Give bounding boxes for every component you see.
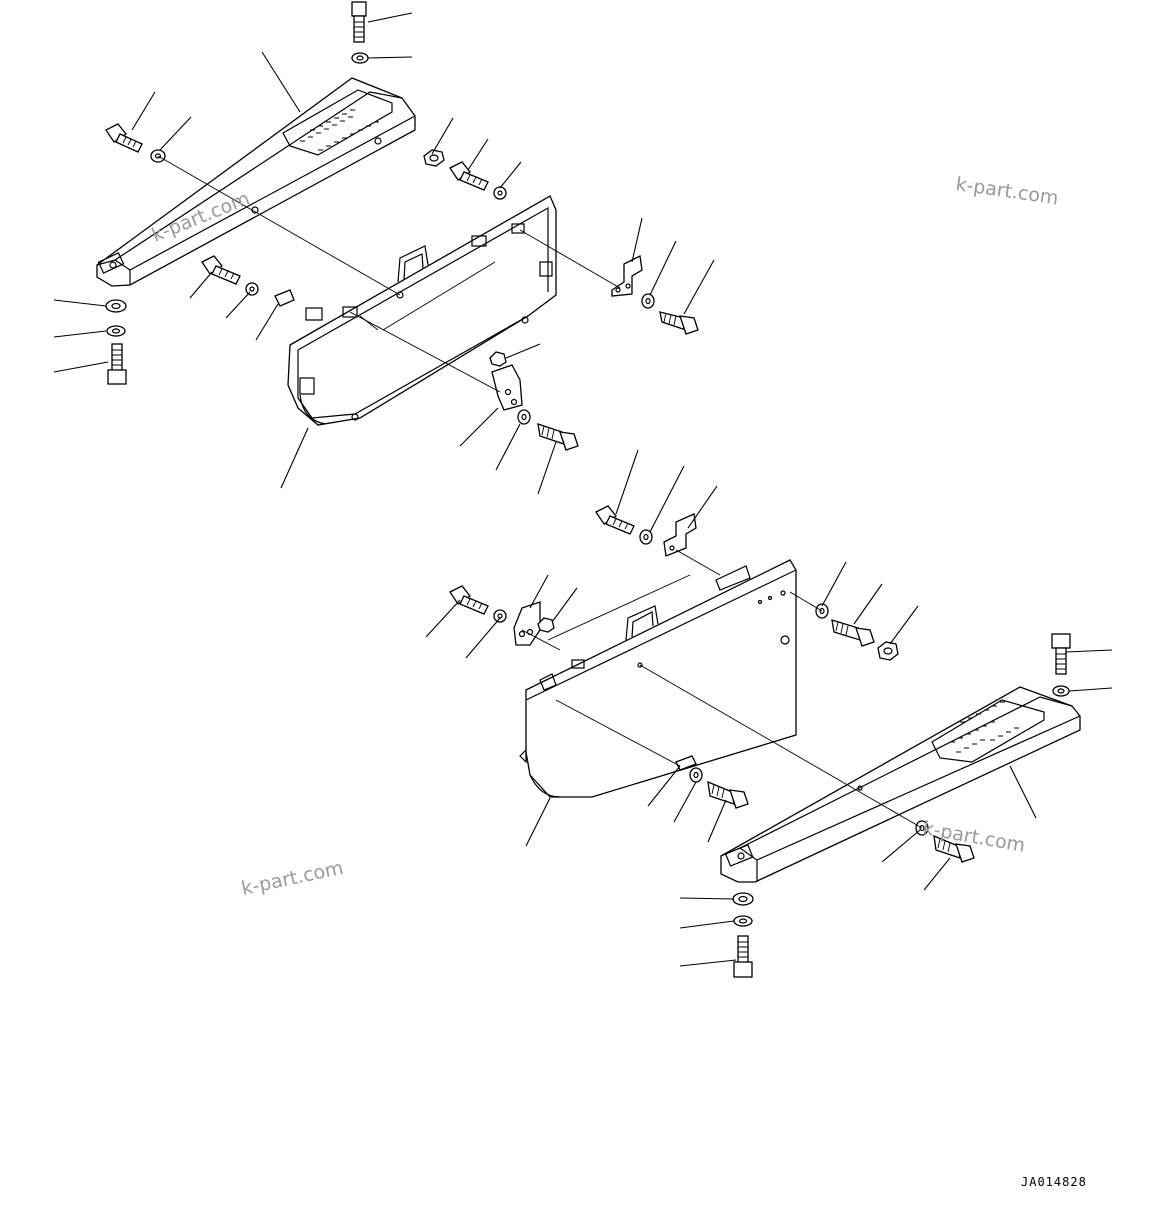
upper-bottom-nut bbox=[105, 299, 127, 313]
upper-right-washer bbox=[641, 293, 655, 309]
lower-center-washer bbox=[689, 767, 703, 783]
upper-nut-b bbox=[489, 351, 507, 367]
lower-cover-panel bbox=[519, 559, 797, 798]
upper-top-washer bbox=[351, 52, 369, 64]
upper-nut-a bbox=[423, 149, 445, 167]
lower-center-lines bbox=[521, 549, 923, 829]
lower-step-bracket bbox=[720, 686, 1081, 883]
upper-left-washer bbox=[150, 149, 166, 163]
lower-bottom-washer bbox=[733, 915, 753, 927]
upper-bottom-bolt bbox=[107, 343, 127, 385]
upper-center-washer-b bbox=[517, 409, 531, 425]
lower-left-washer bbox=[493, 609, 507, 623]
upper-leader-lines bbox=[53, 12, 715, 495]
upper-clip-left bbox=[274, 289, 295, 307]
upper-mid-washer bbox=[245, 282, 259, 296]
lower-top-right-washer bbox=[1052, 685, 1070, 697]
lower-left-bolt bbox=[449, 585, 489, 615]
lower-hinge-bracket-top bbox=[663, 513, 697, 557]
lower-bottom-bolt bbox=[733, 935, 753, 978]
upper-hinge-bracket-right bbox=[611, 255, 643, 297]
lower-center-bolt bbox=[707, 780, 749, 809]
watermark-upper-right: k-part.com bbox=[954, 173, 1060, 209]
upper-mid-bolt bbox=[201, 255, 241, 285]
upper-right-bolt bbox=[659, 311, 699, 335]
upper-center-bolt bbox=[449, 161, 489, 191]
lower-left-nut bbox=[537, 617, 555, 633]
upper-hinge-bracket-center bbox=[491, 364, 523, 411]
upper-bottom-washer bbox=[106, 325, 126, 337]
upper-center-bolt-b bbox=[537, 423, 579, 451]
upper-cover-panel bbox=[287, 195, 557, 426]
lower-leader-lines bbox=[425, 449, 1113, 967]
upper-center-lines bbox=[157, 155, 621, 393]
lower-top-washer bbox=[639, 529, 653, 545]
lower-right-bolt bbox=[831, 619, 875, 647]
lower-top-right-bolt bbox=[1051, 633, 1071, 675]
lower-right-nut bbox=[877, 641, 899, 661]
lower-bottom-nut bbox=[732, 892, 754, 906]
lower-hinge-bracket-left bbox=[513, 601, 541, 646]
upper-left-bolt bbox=[105, 123, 143, 153]
upper-step-bracket bbox=[96, 77, 416, 287]
drawing-code: JA014828 bbox=[1021, 1175, 1087, 1189]
upper-top-bolt bbox=[351, 1, 367, 43]
upper-center-washer bbox=[493, 186, 507, 200]
lower-top-bolt bbox=[595, 505, 635, 535]
watermark-lower-left: k-part.com bbox=[239, 857, 345, 900]
lower-step-bolt bbox=[933, 834, 975, 863]
